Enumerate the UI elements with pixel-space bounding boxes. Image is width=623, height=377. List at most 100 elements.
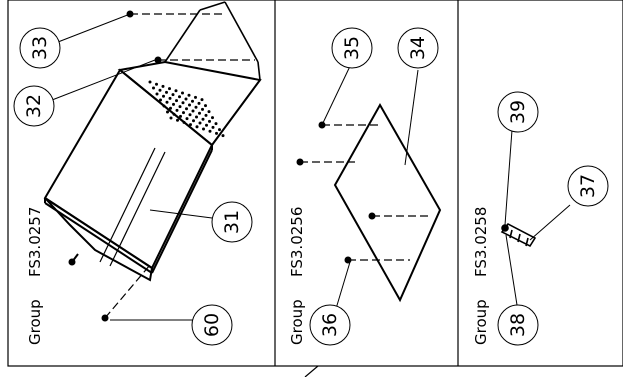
svg-text:38: 38 xyxy=(507,313,529,337)
vent-hole xyxy=(165,100,169,104)
vent-hole xyxy=(181,101,185,105)
vent-hole xyxy=(185,117,189,121)
vent-hole xyxy=(162,104,166,108)
vent-hole xyxy=(182,120,186,124)
vent-hole xyxy=(172,102,175,106)
vent-hole xyxy=(187,93,191,97)
vent-hole xyxy=(211,125,215,129)
svg-text:Group: Group xyxy=(26,299,44,345)
vent-hole xyxy=(208,129,212,133)
vent-hole xyxy=(159,98,162,102)
vent-hole xyxy=(208,119,211,123)
vent-hole xyxy=(188,113,192,117)
vent-hole xyxy=(204,113,208,117)
vent-hole xyxy=(197,101,201,105)
bracket-assembly xyxy=(500,222,537,248)
svg-text:34: 34 xyxy=(407,36,429,60)
vent-hole xyxy=(185,107,188,111)
group-labels: Group FS3.0257 Group FS3.0256 Group FS3.… xyxy=(26,207,490,345)
svg-text:33: 33 xyxy=(29,36,51,60)
leader-lines-panel-3 xyxy=(504,129,571,306)
svg-text:Group: Group xyxy=(472,299,490,345)
panel-frame xyxy=(7,0,623,377)
vent-hole xyxy=(168,87,171,91)
vent-hole xyxy=(166,110,169,114)
svg-text:35: 35 xyxy=(341,36,363,60)
vent-hole xyxy=(194,95,197,99)
vent-hole xyxy=(189,123,192,127)
vent-hole xyxy=(172,112,176,116)
vent-hole xyxy=(215,131,218,135)
vent-hole xyxy=(158,88,162,92)
group-label-3: Group FS3.0258 xyxy=(472,207,490,345)
callout-36: 36 xyxy=(309,304,351,346)
svg-text:31: 31 xyxy=(221,210,243,234)
svg-text:60: 60 xyxy=(201,313,223,337)
fasteners-panel-1 xyxy=(68,10,255,322)
vent-hole xyxy=(195,115,198,119)
vent-hole xyxy=(179,114,182,118)
vent-hole xyxy=(148,80,152,84)
vent-hole xyxy=(171,93,175,97)
vent-hole xyxy=(191,109,195,113)
vent-hole xyxy=(152,86,155,90)
callout-39: 39 xyxy=(497,91,539,133)
vent-hole xyxy=(175,99,178,103)
vent-hole xyxy=(198,121,202,125)
svg-text:39: 39 xyxy=(507,100,529,124)
leader-lines-panel-2 xyxy=(321,61,419,313)
callout-60: 60 xyxy=(191,304,233,346)
callout-37: 37 xyxy=(567,165,609,207)
vent-hole xyxy=(192,119,195,123)
vent-grid xyxy=(148,80,225,138)
vent-hole xyxy=(198,111,201,115)
callout-35: 35 xyxy=(331,27,373,69)
svg-text:FS3.0257: FS3.0257 xyxy=(26,207,44,277)
callout-38: 38 xyxy=(497,304,539,346)
callout-balloons: 33 32 31 60 35 34 36 39 xyxy=(13,27,609,346)
svg-text:FS3.0258: FS3.0258 xyxy=(472,207,490,277)
vent-hole xyxy=(194,105,198,109)
vent-hole xyxy=(182,111,185,115)
callout-33: 33 xyxy=(19,27,61,69)
fasteners-panel-2 xyxy=(296,121,432,264)
vent-hole xyxy=(211,116,214,120)
vent-hole xyxy=(174,89,178,93)
vent-hole xyxy=(155,82,158,86)
plate-assembly xyxy=(333,102,442,303)
vent-hole xyxy=(201,117,205,121)
vent-hole xyxy=(169,116,173,120)
enclosure-assembly xyxy=(43,1,262,282)
vent-hole xyxy=(161,84,165,88)
vent-hole xyxy=(191,99,194,103)
vent-hole xyxy=(201,107,204,111)
vent-hole xyxy=(205,123,208,127)
svg-text:32: 32 xyxy=(23,94,45,118)
vent-hole xyxy=(155,92,159,96)
vent-hole xyxy=(188,103,191,107)
svg-text:FS3.0256: FS3.0256 xyxy=(288,207,306,277)
svg-text:36: 36 xyxy=(319,313,341,337)
vent-hole xyxy=(168,96,172,100)
vent-hole xyxy=(176,118,179,122)
vent-hole xyxy=(169,106,172,110)
group-label-1: Group FS3.0257 xyxy=(26,207,44,345)
vent-hole xyxy=(181,91,184,95)
vent-hole xyxy=(204,104,207,108)
vent-hole xyxy=(202,127,205,131)
vent-hole xyxy=(178,95,181,99)
svg-text:37: 37 xyxy=(577,174,599,198)
callout-31: 31 xyxy=(211,201,253,243)
vent-hole xyxy=(162,94,165,98)
leader-lines-panel-1 xyxy=(51,13,213,321)
callout-32: 32 xyxy=(13,85,55,127)
vent-hole xyxy=(178,105,182,109)
vent-hole xyxy=(207,110,211,114)
vent-hole xyxy=(175,108,179,112)
group-label-2: Group FS3.0256 xyxy=(288,207,306,345)
vent-hole xyxy=(165,90,168,94)
vent-hole xyxy=(195,125,199,129)
svg-text:Group: Group xyxy=(288,299,306,345)
vent-hole xyxy=(200,98,204,102)
